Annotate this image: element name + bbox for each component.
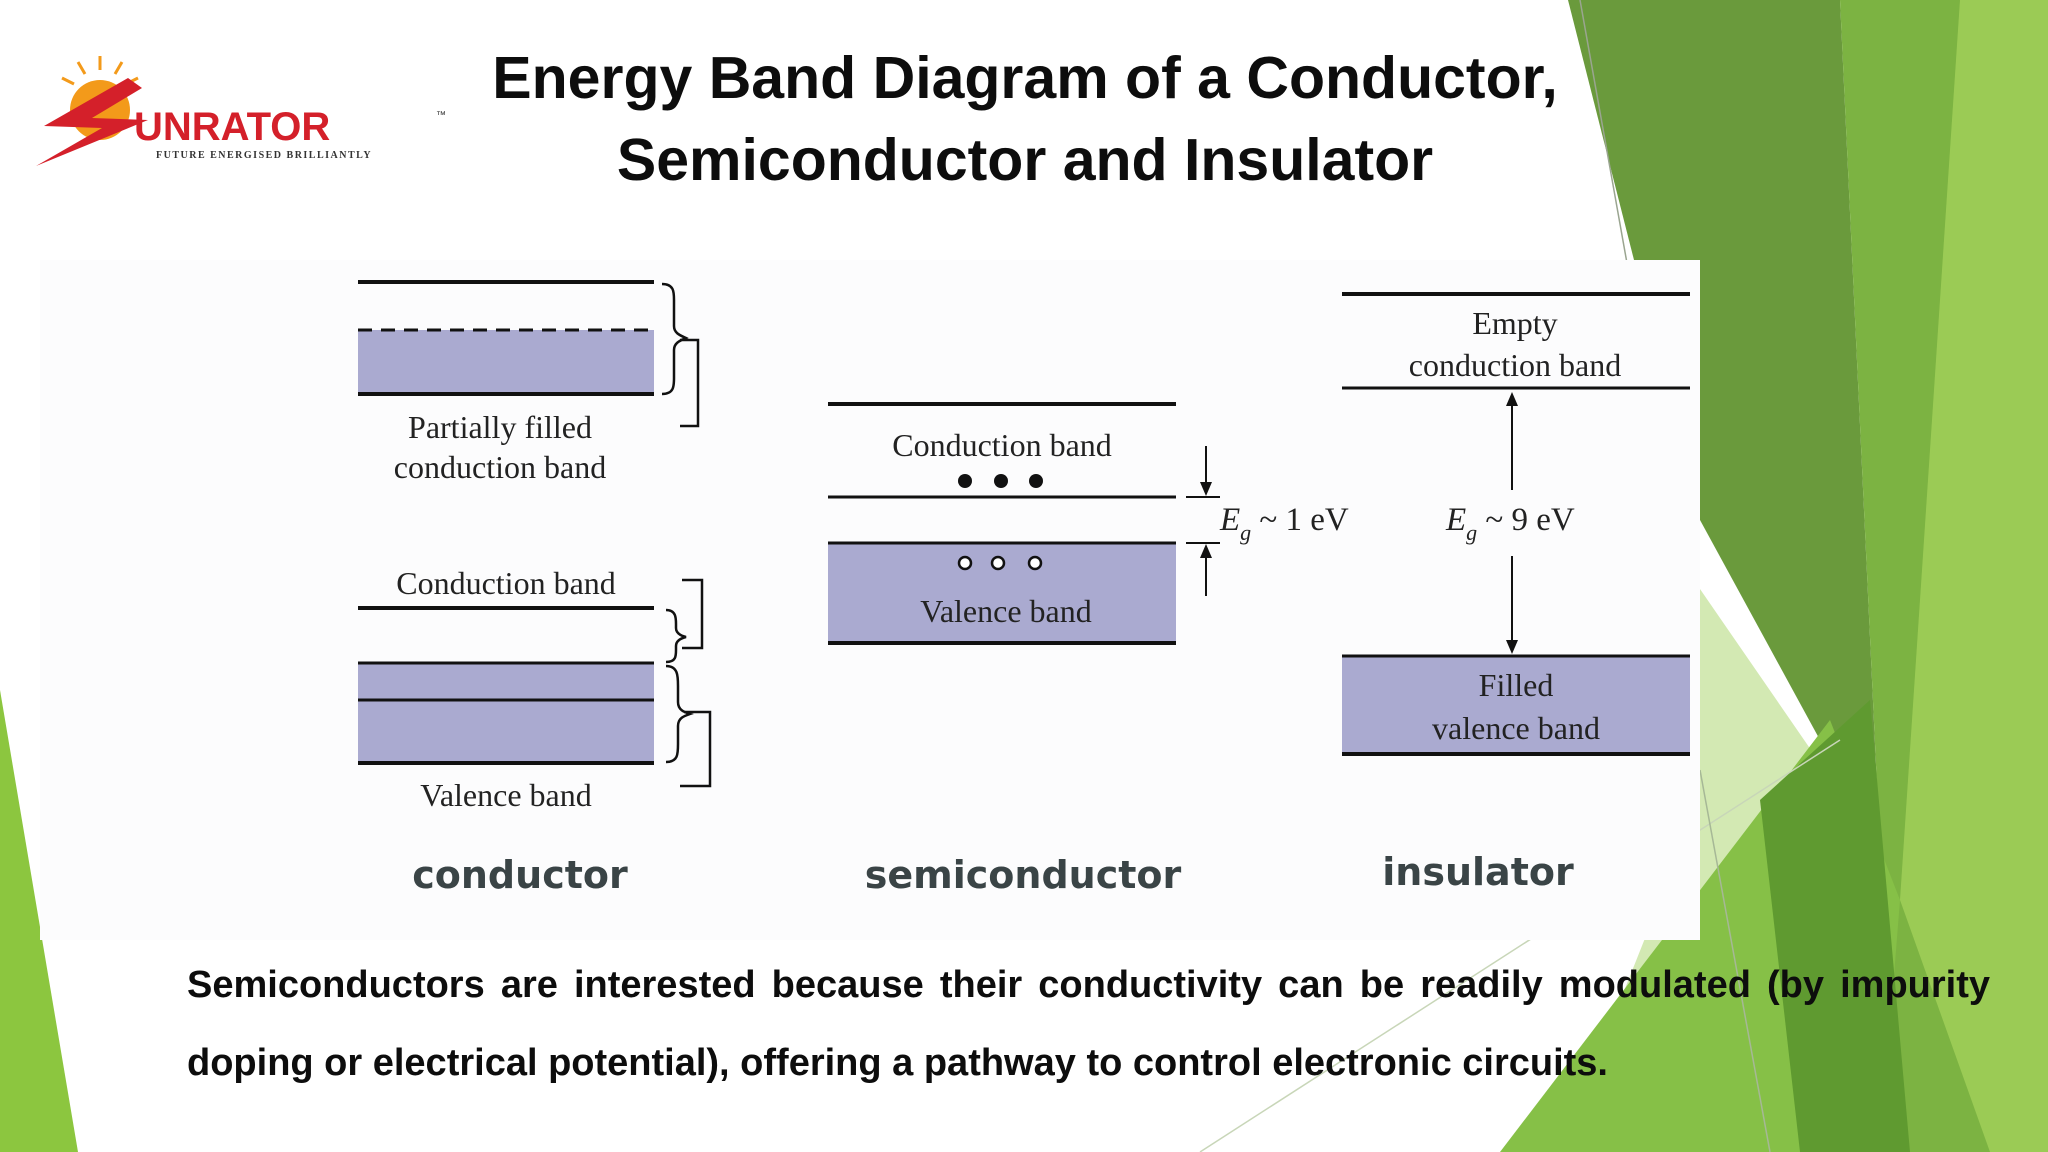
body-text-line-1: Semiconductors are interested because th… [187,964,1990,1006]
insulator-empty-label-1: Empty [1472,305,1557,341]
logo-tagline: FUTURE ENERGISED BRILLIANTLY [156,150,372,161]
logo-brand-text: UNRATOR [134,105,330,149]
bg-thin-line-2 [1199,739,1841,1152]
bg-shape-bottom-dark [1760,700,1910,1152]
insulator-valence-band-fill [1342,656,1690,754]
body-text-line-2: doping or electrical potential), offerin… [187,1042,1608,1084]
arrow-up-icon [1506,392,1518,406]
bg-shape-right-light [1900,0,2048,1152]
semiconductor-gap-label: Eg ~ 1 eV [1219,502,1349,545]
insulator-empty-label-2: conduction band [1409,347,1621,383]
conductor-partial-label-2: conduction band [394,449,606,485]
insulator-gap-label: Eg ~ 9 eV [1445,502,1575,545]
insulator-filled-label-1: Filled [1479,667,1554,703]
semiconductor-conduction-label: Conduction band [892,427,1112,463]
bolt-s-icon [36,78,148,166]
insulator-diagram: Empty conduction band Eg ~ 9 eV Filled v… [1342,292,1690,756]
conductor-valence-band-fill [358,663,654,763]
semiconductor-diagram: Conduction band Valence band Eg ~ 1 eV [828,402,1349,645]
arrow-up-icon [1200,544,1212,558]
conductor-partial-band-fill [358,330,654,394]
conductor-partial-label-1: Partially filled [408,409,592,445]
energy-band-diagram: Partially filled conduction band Conduct… [40,260,1700,940]
caption-insulator: insulator [1382,850,1574,894]
electron-dot [958,474,972,488]
gap-value: ~ 1 eV [1251,502,1349,538]
hole-dot [957,555,973,571]
logo-trademark: ™ [436,110,446,121]
hole-dot [990,555,1006,571]
conductor-bracket-valence [680,710,712,788]
conductor-diagram: Partially filled conduction band Conduct… [358,280,712,813]
conductor-bracket-upper [680,338,700,428]
hole-dot [1027,555,1043,571]
bg-shape-top-dark [1568,0,1880,850]
conductor-bracket-conduction [682,578,704,650]
electron-dot [1029,474,1043,488]
sunrator-logo: UNRATOR ™ FUTURE ENERGISED BRILLIANTLY [36,56,446,166]
gap-subscript: g [1466,520,1477,545]
conductor-brace-valence [665,664,694,764]
conductor-conduction-label: Conduction band [396,565,616,601]
slide-title-line-2: Semiconductor and Insulator [616,127,1434,193]
logo-brand-rest: UNRATOR [134,105,330,149]
bg-shape-left-green [0,690,78,1152]
gap-value: ~ 9 eV [1477,502,1575,538]
insulator-filled-label-2: valence band [1432,710,1600,746]
bg-thin-line-1 [1579,0,1631,281]
bg-thin-line-3 [1699,769,1771,1152]
gap-symbol: E [1445,502,1466,538]
arrow-down-icon [1506,640,1518,654]
caption-conductor: conductor [412,853,628,897]
slide-title-line-1: Energy Band Diagram of a Conductor, [492,45,1558,111]
gap-subscript: g [1240,520,1251,545]
electron-dot [994,474,1008,488]
arrow-down-icon [1200,482,1212,496]
conductor-brace-conduction [665,608,687,664]
caption-semiconductor: semiconductor [864,853,1182,897]
conductor-valence-label: Valence band [420,777,591,813]
semiconductor-valence-label: Valence band [920,593,1091,629]
conductor-brace-upper [661,282,689,396]
gap-symbol: E [1219,502,1240,538]
